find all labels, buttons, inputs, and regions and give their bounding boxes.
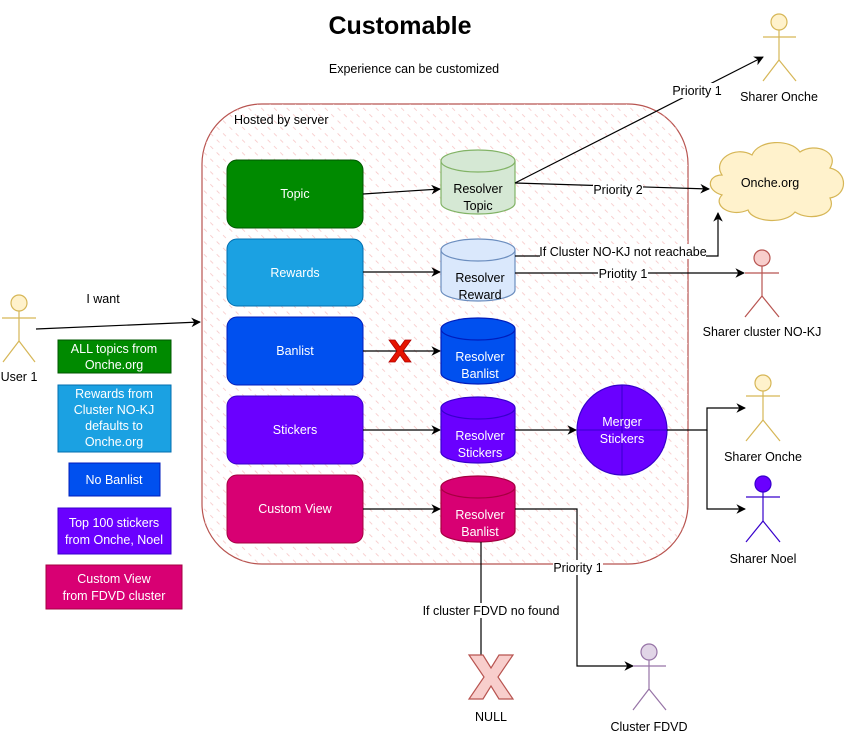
- sharer-onche-mid-icon: [745, 374, 781, 442]
- resolver-stickers-line1: Resolver: [455, 429, 504, 443]
- feature-custom-view[interactable]: Custom View: [226, 474, 364, 544]
- user-label: User 1: [1, 370, 38, 384]
- edge-topic-priority2-label: Priority 2: [593, 183, 642, 197]
- resolver-topic-line1: Resolver: [453, 182, 502, 196]
- feature-rewards[interactable]: Rewards: [226, 238, 364, 307]
- actor-sharer-onche-mid[interactable]: Sharer Onche: [724, 374, 802, 464]
- blocked-x-icon: [388, 339, 412, 363]
- edge-reward-fallback-label: If Cluster NO-KJ not reachabe: [539, 245, 706, 259]
- feature-banlist-label: Banlist: [276, 344, 314, 358]
- wish-stickers-line2: from Onche, Noel: [65, 533, 163, 547]
- resolver-banlist-line2: Banlist: [461, 367, 499, 381]
- merger-stickers[interactable]: Merger Stickers: [576, 384, 668, 476]
- diagram-title: Customable: [328, 12, 471, 40]
- edge-topic-priority1-label: Priority 1: [672, 84, 721, 98]
- sharer-noel-icon: [745, 475, 781, 543]
- sharer-nokj-icon: [744, 249, 780, 318]
- feature-banlist[interactable]: Banlist: [226, 316, 364, 386]
- null-label: NULL: [475, 710, 507, 724]
- user-icon: [2, 294, 36, 363]
- onche-cloud[interactable]: Onche.org: [709, 141, 845, 221]
- actor-sharer-noel[interactable]: Sharer Noel: [730, 475, 797, 566]
- sharer-onche-top-icon: [762, 13, 797, 82]
- resolver-stickers-line2: Stickers: [458, 446, 502, 460]
- resolver-topic[interactable]: Resolver Topic: [440, 149, 516, 215]
- wish-custom-view: Custom View from FDVD cluster: [45, 564, 183, 610]
- actor-sharer-nokj[interactable]: Sharer cluster NO-KJ: [703, 249, 822, 339]
- user-want-edge: [35, 317, 201, 330]
- sharer-noel-label: Sharer Noel: [730, 552, 797, 566]
- wish-custom-view-line2: from FDVD cluster: [63, 589, 166, 603]
- edge-custom-fallback-label: If cluster FDVD no found: [423, 604, 560, 618]
- resolver-custom-banlist[interactable]: Resolver Banlist: [440, 475, 516, 543]
- resolver-reward-line1: Resolver: [455, 271, 504, 285]
- wish-rewards: Rewards from Cluster NO-KJ defaults to O…: [57, 384, 172, 453]
- wish-custom-view-line1: Custom View: [77, 572, 151, 586]
- wish-rewards-line3: defaults to: [85, 419, 143, 433]
- cluster-fdvd-label: Cluster FDVD: [610, 720, 687, 734]
- onche-cloud-label: Onche.org: [741, 176, 799, 190]
- edge-topic-resolver: [362, 184, 441, 195]
- cluster-fdvd-icon: [632, 643, 667, 711]
- actor-cluster-fdvd[interactable]: Cluster FDVD: [610, 643, 688, 734]
- resolver-banlist[interactable]: Resolver Banlist: [440, 317, 516, 385]
- user-want-label: I want: [86, 292, 120, 306]
- actor-sharer-onche-top[interactable]: Sharer Onche: [740, 13, 818, 104]
- feature-topic-label: Topic: [280, 187, 309, 201]
- user-actor[interactable]: User 1: [1, 294, 38, 384]
- resolver-custom-banlist-line2: Banlist: [461, 525, 499, 539]
- resolver-banlist-line1: Resolver: [455, 350, 504, 364]
- feature-stickers[interactable]: Stickers: [226, 395, 364, 465]
- wish-topics-line2: Onche.org: [85, 358, 143, 372]
- resolver-topic-line2: Topic: [463, 199, 492, 213]
- feature-custom-view-label: Custom View: [258, 502, 332, 516]
- feature-topic[interactable]: Topic: [226, 159, 364, 229]
- wish-rewards-line1: Rewards from: [75, 387, 153, 401]
- merger-stickers-line2: Stickers: [600, 432, 644, 446]
- wish-stickers: Top 100 stickers from Onche, Noel: [57, 507, 172, 555]
- edge-merger-sharer-noel: [706, 430, 746, 514]
- feature-stickers-label: Stickers: [273, 423, 317, 437]
- wish-topics-line1: ALL topics from: [71, 342, 157, 356]
- wish-topics: ALL topics from Onche.org: [57, 339, 172, 374]
- diagram-subtitle: Experience can be customized: [329, 62, 499, 76]
- edge-custom-cluster-fdvd: [515, 508, 634, 671]
- sharer-onche-top-label: Sharer Onche: [740, 90, 818, 104]
- wish-banlist-line1: No Banlist: [86, 473, 143, 487]
- server-container-label: Hosted by server: [234, 113, 328, 127]
- resolver-reward[interactable]: Resolver Reward: [440, 238, 516, 302]
- wish-rewards-line4: Onche.org: [85, 435, 143, 449]
- edge-custom-priority1-label: Priority 1: [553, 561, 602, 575]
- wish-banlist: No Banlist: [68, 462, 161, 497]
- null-x-icon: [467, 654, 515, 700]
- sharer-nokj-label: Sharer cluster NO-KJ: [703, 325, 822, 339]
- resolver-reward-line2: Reward: [458, 288, 501, 302]
- resolver-stickers[interactable]: Resolver Stickers: [440, 396, 516, 464]
- edge-topic-sharer-onche: [514, 56, 764, 184]
- sharer-onche-mid-label: Sharer Onche: [724, 450, 802, 464]
- edge-merger-sharer-onche: [667, 403, 746, 431]
- resolver-custom-banlist-line1: Resolver: [455, 508, 504, 522]
- feature-rewards-label: Rewards: [270, 266, 319, 280]
- merger-stickers-line1: Merger: [602, 415, 642, 429]
- wish-rewards-line2: Cluster NO-KJ: [74, 403, 155, 417]
- null-node: NULL: [467, 654, 515, 724]
- edge-reward-priority1-label: Priotity 1: [599, 267, 648, 281]
- wish-stickers-line1: Top 100 stickers: [69, 516, 159, 530]
